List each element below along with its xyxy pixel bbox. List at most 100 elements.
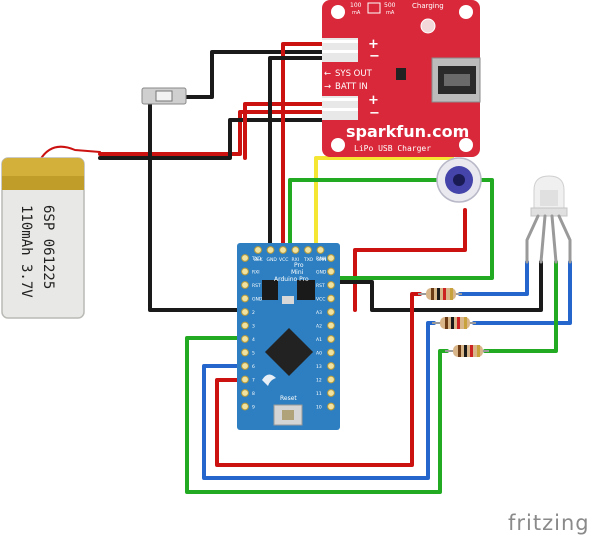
right-pin-10 [327,402,335,411]
left-pin-label: RST [252,283,261,289]
wire-led-black [331,260,543,312]
left-pin-2 [241,308,249,316]
wire-sysout-red [243,42,332,260]
left-pin-8 [241,389,249,397]
mount-hole-icon [331,138,345,152]
right-pin-rst [327,281,335,289]
fritzing-watermark: fritzing [508,511,590,535]
lipo-usb-charger: 100 mA 500 mA Charging + − ← SYS OUT → B… [322,0,481,157]
mount-hole-icon [331,5,345,19]
mcu-chip [264,327,314,377]
top-pin-label: GRN [317,257,327,263]
charger-header-pins [322,38,358,120]
board-name-3: Arduino Pro [274,276,309,283]
charging-label: Charging [412,2,444,10]
top-pin-gnd [266,246,275,254]
wire-res3-green [483,260,558,353]
charger-name: LiPo USB Charger [354,144,431,153]
left-pin-txo [241,254,249,262]
right-pin-a0 [327,348,335,357]
battery-label-line2: 110mAh 3.7V [18,205,34,298]
right-pin-label: A1 [316,337,322,343]
resistor-3 [445,345,489,357]
right-pin-label: RAW [316,256,327,262]
ma100-unit: mA [352,10,361,16]
right-pin-label: RST [316,283,325,289]
right-pin-label: 12 [316,378,322,384]
left-pin-label: 2 [252,310,255,316]
left-pin-label: 4 [252,337,255,343]
wire-res1-red [215,292,422,467]
wire-res3-green-loop [185,336,449,494]
top-pin-grn [316,246,325,254]
wire-sysout-black [268,56,332,260]
battin-label: BATT IN [335,82,368,92]
left-pin-label: RXI [252,270,260,276]
battin-plus: + [368,93,379,108]
rgb-led [525,175,572,264]
left-pin-rst [241,281,249,289]
right-pin-label: 13 [316,364,322,370]
right-pin-raw [327,254,335,262]
left-pin-5 [241,348,249,357]
push-button [436,157,482,203]
top-pin-label: BLK [254,257,264,263]
left-pin-rxi [241,267,249,276]
wire-green-long [328,178,494,280]
top-pin-blk [254,246,262,254]
mount-hole-icon [459,138,473,152]
top-pin-label: RXI [292,257,300,263]
sysout-minus: − [369,49,380,64]
left-pin-label: 8 [252,391,255,397]
right-pin-vcc [327,294,335,303]
reset-label: Reset [280,395,297,402]
right-pin-label: A3 [316,310,322,316]
top-pin-vcc [279,246,287,254]
right-pin-11 [327,389,335,397]
right-pin-label: VCC [316,297,325,303]
top-pin-label: TXO [303,257,314,263]
sysout-arrow-icon: ← [324,69,331,79]
left-pin-label: GND [252,297,263,303]
resistor-1 [418,288,462,300]
right-pin-label: 11 [316,391,322,397]
ma100-label: 100 [350,2,362,9]
wire-res2-blue [472,260,572,325]
charger-brand: sparkfun.com [346,122,469,141]
left-pin-7 [241,375,249,384]
right-pin-13 [327,362,335,370]
battin-minus: − [369,106,380,121]
left-pin-label: 3 [252,324,255,330]
left-pin-label: 6 [252,364,255,370]
top-pin-rxi [291,246,300,254]
left-pin-6 [241,362,249,370]
right-pin-label: 10 [316,405,322,411]
left-pin-4 [241,335,249,343]
top-pin-txo [304,246,312,254]
right-pin-a3 [327,308,335,316]
right-pin-label: A2 [316,324,322,330]
left-pin-9 [241,402,249,411]
resistor-2 [432,317,476,329]
sysout-plus: + [368,37,379,52]
wire-switch-black [148,50,332,312]
sparkfun-flame-icon [262,374,276,386]
left-pin-label: 9 [252,405,255,411]
left-pin-label: TXO [251,256,262,262]
battery-label-line1: 6SP 061225 [40,205,56,289]
usb-connector-icon [431,57,481,103]
wire-res2-blue-loop [202,321,436,480]
right-pin-label: GND [316,270,327,276]
ma500-unit: mA [386,10,395,16]
left-pin-3 [241,321,249,330]
battin-arrow-icon: → [324,82,331,92]
board-name-1: Pro [294,262,304,269]
charging-led-icon [420,18,436,34]
sysout-label: SYS OUT [335,69,373,79]
right-pin-12 [327,375,335,384]
